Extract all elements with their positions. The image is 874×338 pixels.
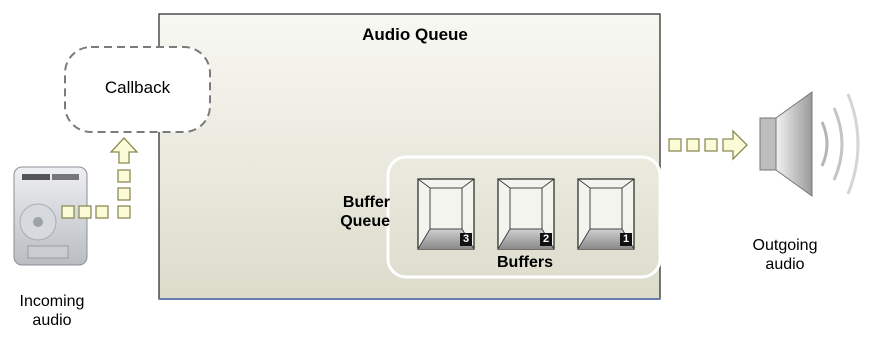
incoming-packets <box>61 137 139 219</box>
buffers-label: Buffers <box>496 254 553 271</box>
hard-drive-icon <box>13 166 88 266</box>
buffer-queue-line1: Buffer <box>342 194 390 211</box>
buffer-3 <box>417 178 475 250</box>
callback-bubble <box>64 46 211 133</box>
audio-queue-title: Audio Queue <box>362 25 468 44</box>
buffer-number-3: 3 <box>462 233 470 245</box>
incoming-label: Incoming audio <box>2 292 102 330</box>
incoming-line2: audio <box>32 312 72 330</box>
buffer-queue-label: Buffer Queue <box>300 193 390 231</box>
buffer-1 <box>577 178 635 250</box>
buffer-number-1: 1 <box>622 233 630 245</box>
buffers-pane <box>386 155 662 279</box>
outgoing-label: Outgoing audio <box>735 236 835 274</box>
buffer-2 <box>497 178 555 250</box>
buffer-queue-line2: Queue <box>340 213 390 231</box>
outgoing-packets <box>668 129 748 161</box>
callback-label: Callback <box>104 78 171 97</box>
outgoing-line1: Outgoing <box>752 237 818 254</box>
buffer-number-2: 2 <box>542 233 550 245</box>
incoming-line1: Incoming <box>19 293 85 310</box>
speaker-icon <box>759 91 860 197</box>
outgoing-line2: audio <box>765 256 805 274</box>
